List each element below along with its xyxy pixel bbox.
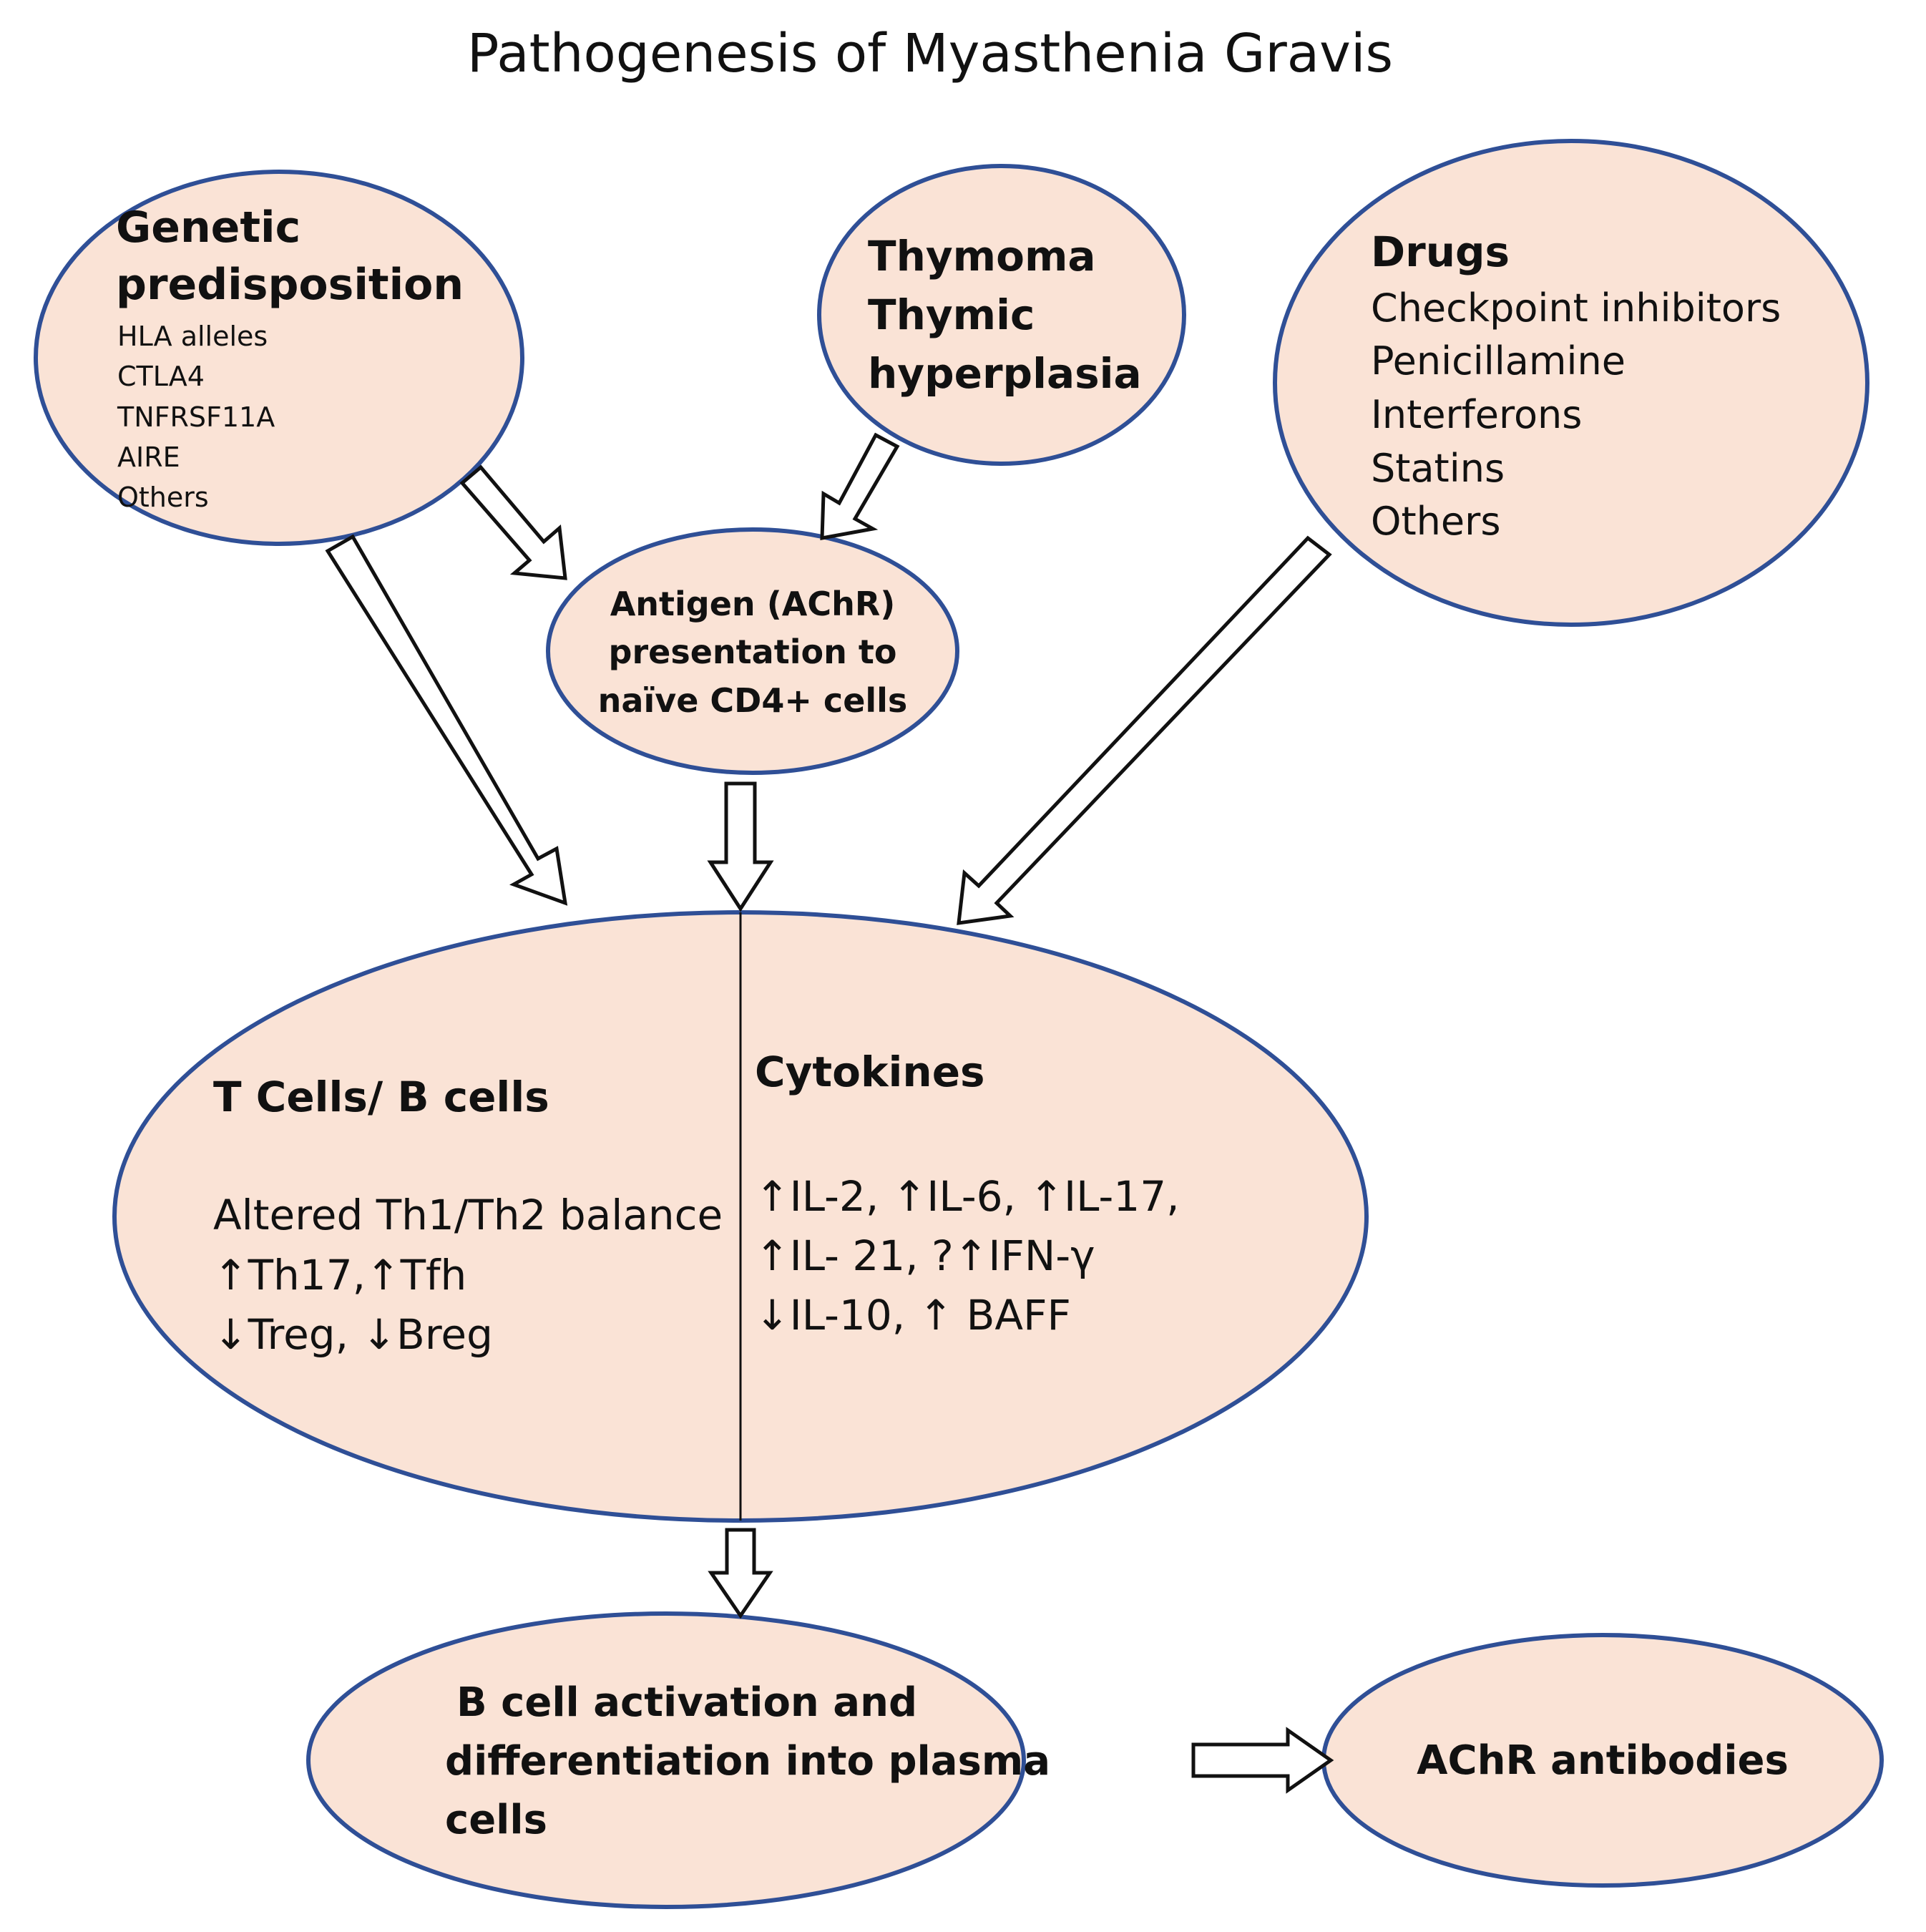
cells-item: ↓Treg, ↓Breg (213, 1310, 493, 1359)
antigen-line: presentation to (609, 633, 897, 671)
arrow-genetic-to-antigen (459, 464, 567, 580)
bcell-line: B cell activation and (456, 1679, 917, 1726)
node-thymoma-shape (817, 164, 1186, 466)
antigen-line: Antigen (AChR) (610, 585, 896, 623)
arrow-genetic-to-immune (325, 534, 568, 906)
drugs-item: Checkpoint inhibitors (1371, 286, 1781, 331)
thymoma-line2: Thymic (868, 291, 1035, 339)
node-achr-antibodies: AChR antibodies (1321, 1633, 1884, 1888)
arrow-immune-to-bcell (708, 1528, 773, 1619)
node-immune-response: T Cells/ B cells Altered Th1/Th2 balance… (112, 910, 1369, 1523)
cytokines-item: ↓IL-10, ↑ BAFF (755, 1291, 1071, 1340)
cells-item: ↑Th17,↑Tfh (213, 1251, 466, 1299)
drugs-heading: Drugs (1371, 228, 1510, 276)
genetic-heading-line2: predisposition (116, 260, 464, 310)
arrow-thymoma-to-antigen (820, 432, 900, 541)
genetic-item: CTLA4 (117, 361, 205, 392)
cytokines-item: ↑IL-2, ↑IL-6, ↑IL-17, (755, 1172, 1180, 1221)
drugs-item: Penicillamine (1371, 338, 1626, 384)
drugs-item: Interferons (1371, 392, 1582, 437)
node-antigen-presentation: Antigen (AChR) presentation to naïve CD4… (546, 527, 959, 775)
diagram-title: Pathogenesis of Myasthenia Gravis (467, 23, 1393, 84)
node-thymoma: Thymoma Thymic hyperplasia (817, 164, 1186, 466)
node-antigen-shape (546, 527, 959, 775)
cytokines-heading: Cytokines (755, 1048, 985, 1096)
antibodies-label: AChR antibodies (1417, 1737, 1789, 1784)
drugs-item: Statins (1371, 446, 1505, 491)
arrow-drugs-to-immune (957, 535, 1332, 925)
genetic-item: Others (117, 482, 209, 513)
cells-item: Altered Th1/Th2 balance (213, 1191, 723, 1239)
antigen-line: naïve CD4+ cells (598, 681, 908, 720)
cytokines-item: ↑IL- 21, ?↑IFN-γ (755, 1231, 1095, 1280)
genetic-item: HLA alleles (117, 321, 268, 352)
node-drugs: Drugs Checkpoint inhibitors Penicillamin… (1273, 139, 1869, 627)
drugs-item: Others (1371, 499, 1500, 544)
arrows-layer (325, 432, 1334, 1794)
node-bcell-shape (306, 1611, 1026, 1909)
node-drugs-shape (1273, 139, 1869, 627)
thymoma-line1: Thymoma (868, 232, 1096, 280)
genetic-heading-line1: Genetic (116, 203, 300, 253)
thymoma-line3: hyperplasia (868, 349, 1142, 398)
arrow-antigen-to-immune (707, 781, 774, 912)
node-bcell-activation: B cell activation and differentiation in… (306, 1611, 1050, 1909)
cells-heading: T Cells/ B cells (213, 1073, 549, 1121)
genetic-item: AIRE (117, 441, 180, 473)
arrow-bcell-to-antibodies (1191, 1727, 1334, 1794)
genetic-item: TNFRSF11A (117, 401, 275, 433)
node-genetic-shape (34, 170, 524, 546)
bcell-line: cells (445, 1797, 547, 1843)
node-genetic-predisposition: Genetic predisposition HLA alleles CTLA4… (34, 170, 524, 546)
bcell-line: differentiation into plasma (445, 1738, 1050, 1785)
